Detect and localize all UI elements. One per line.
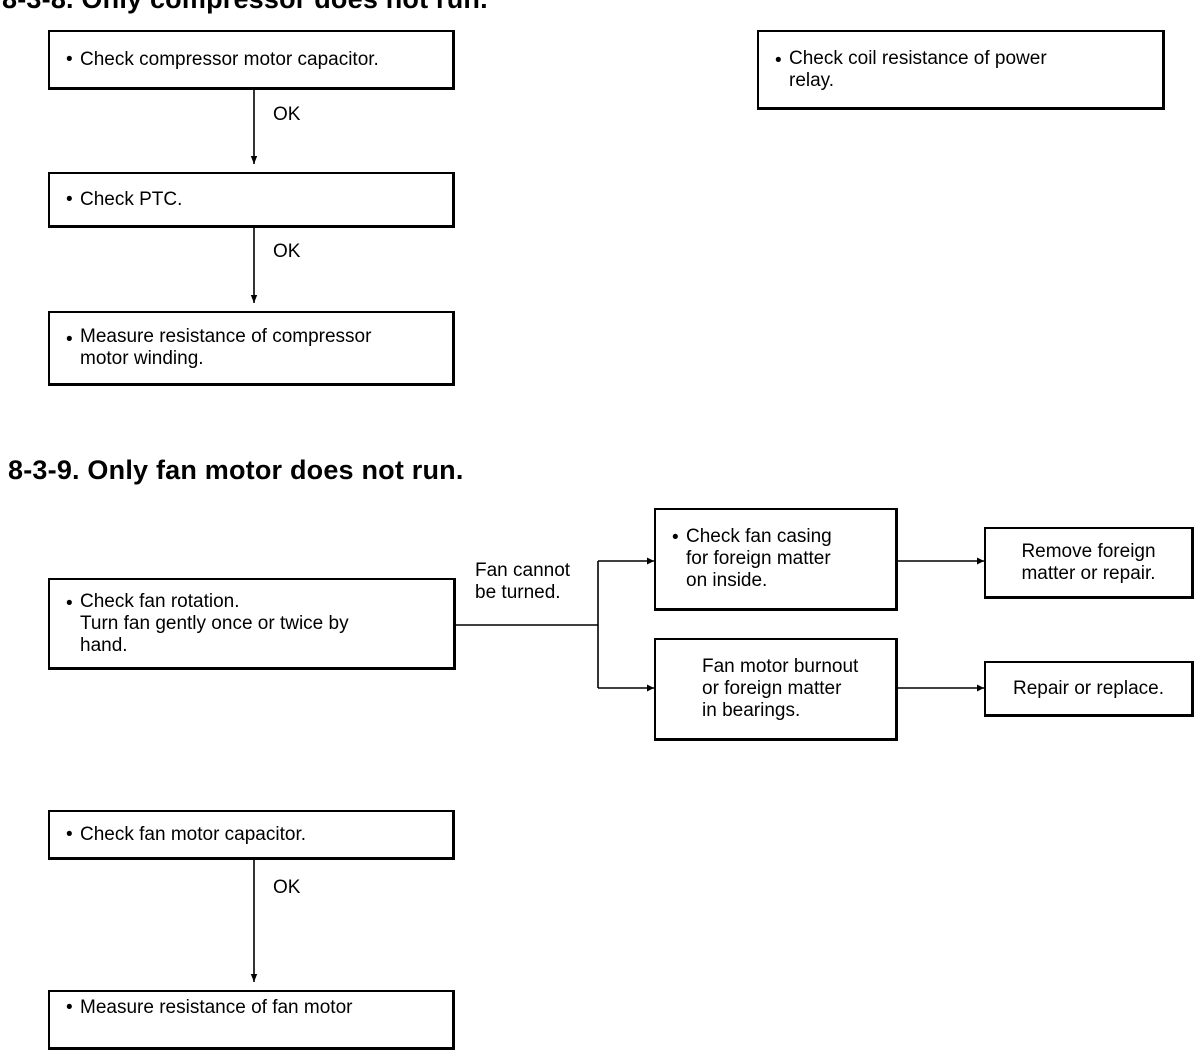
action-text-line-2: matter or repair. (1021, 562, 1156, 584)
action-remove-foreign-matter: Remove foreign matter or repair. (984, 527, 1194, 599)
action-repair-or-replace: Repair or replace. (984, 661, 1194, 717)
action-text-line-1: Remove foreign (1021, 540, 1156, 562)
bullet-icon: • (66, 48, 73, 70)
cause-text-line-2: for foreign matter (686, 548, 831, 569)
step-text-line-1: Check fan rotation. (80, 590, 240, 612)
step-check-fan-motor-capacitor: • Check fan motor capacitor. (48, 810, 455, 860)
bullet-icon: • (66, 329, 73, 350)
bullet-icon: • (66, 188, 73, 210)
bullet-icon: • (66, 997, 73, 1018)
flow-connectors (250, 90, 984, 982)
step-measure-fan-motor-winding: • Measure resistance of fan motor (48, 990, 455, 1050)
step-text: Check PTC. (80, 188, 183, 210)
ok-label-3: OK (273, 877, 301, 898)
step-check-ptc: • Check PTC. (48, 172, 455, 228)
cause-text-line-1: Check fan casing (686, 526, 832, 547)
bullet-icon: • (672, 527, 679, 548)
section-heading-compressor: 8-3-8. Only compressor does not run. (2, 0, 488, 15)
step-text-line-3: hand. (80, 634, 128, 656)
section-heading-fan: 8-3-9. Only fan motor does not run. (8, 455, 464, 485)
cause-text-line-3: in bearings. (702, 700, 801, 721)
step-text: Check fan motor capacitor. (80, 823, 306, 845)
bullet-icon: • (66, 823, 73, 845)
branch-label-line-2: be turned. (475, 582, 561, 603)
note-text-line-2: relay. (789, 69, 835, 91)
cause-text-line-1: Fan motor burnout (702, 656, 859, 677)
cause-text-line-2: or foreign matter (702, 678, 842, 699)
branch-label-line-1: Fan cannot (475, 560, 571, 581)
ok-label-2: OK (273, 241, 301, 262)
ok-label-1: OK (273, 104, 301, 125)
note-check-power-relay: • Check coil resistance of power relay. (757, 30, 1165, 110)
cause-text-line-3: on inside. (686, 570, 768, 591)
step-check-compressor-capacitor: • Check compressor motor capacitor. (48, 30, 455, 90)
bullet-icon: • (775, 50, 782, 71)
step-text-line-1: Measure resistance of compressor (80, 326, 372, 347)
step-text-line-2: Turn fan gently once or twice by (80, 612, 349, 634)
step-text: Measure resistance of fan motor (80, 997, 353, 1018)
step-measure-compressor-winding: • Measure resistance of compressor motor… (48, 311, 455, 386)
action-text-line-1: Repair or replace. (1012, 677, 1165, 699)
step-text: Check compressor motor capacitor. (80, 48, 379, 70)
step-text-line-2: motor winding. (80, 348, 204, 369)
cause-fan-motor-burnout: Fan motor burnout or foreign matter in b… (654, 638, 898, 741)
note-text-line-1: Check coil resistance of power (789, 47, 1047, 69)
branch-label-fan-cannot-be-turned: Fan cannot be turned. (475, 560, 570, 604)
bullet-icon: • (66, 593, 73, 614)
step-check-fan-rotation: • Check fan rotation. Turn fan gently on… (48, 578, 456, 670)
cause-fan-casing-foreign-matter: • Check fan casing for foreign matter on… (654, 508, 898, 611)
